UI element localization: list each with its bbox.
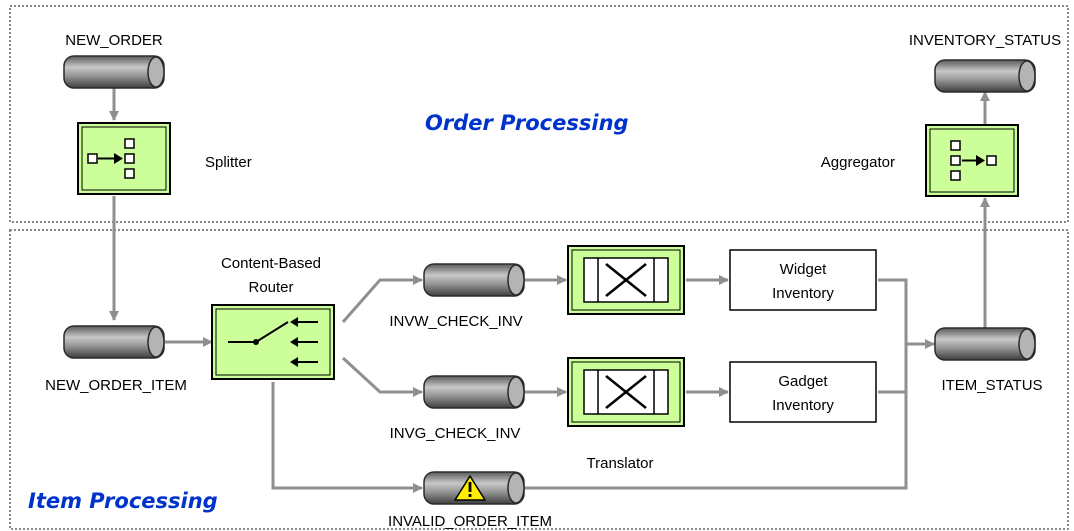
gadget-inventory-line1: Gadget [778,373,828,390]
item-processing-boundary [9,229,1069,530]
channel-invalid-order-item [423,471,525,505]
router-label-line1: Content-Based [221,255,321,272]
gadget-inventory-box [729,361,877,423]
channel-label-item-status: ITEM_STATUS [941,377,1042,394]
connectors [109,88,990,493]
channel-new-order [63,55,165,89]
channel-inventory-status [934,59,1036,93]
splitter-label: Splitter [205,154,252,171]
connector-invalid-to-merge [524,344,908,490]
aggregator-box [925,124,1019,197]
translator-box-gadget [567,357,685,427]
warning-icon [454,475,486,501]
gadget-inventory-line2: Inventory [772,397,834,414]
order-processing-title: Order Processing [425,111,629,135]
connector-router-to-invg [341,356,423,397]
channel-label-invalid-order-item: INVALID_ORDER_ITEM [388,513,552,530]
channel-new-order-item [63,325,165,359]
aggregator-label: Aggregator [821,154,895,171]
splitter-icon [87,138,135,179]
channel-invw-check-inv [423,263,525,297]
connector-router-to-invalid [271,382,423,493]
router-switch-icon [228,317,318,367]
widget-inventory-box [729,249,877,311]
order-processing-boundary [9,5,1069,223]
item-processing-title: Item Processing [28,489,218,513]
translator-icon [583,369,669,415]
channel-label-invw-check-inv: INVW_CHECK_INV [389,313,522,330]
content-based-router-box [211,304,335,380]
aggregator-icon [950,140,997,181]
splitter-box [77,122,171,195]
connector-gadget-to-merge [878,344,908,394]
channel-label-invg-check-inv: INVG_CHECK_INV [390,425,521,442]
widget-inventory-line2: Inventory [772,285,834,302]
widget-inventory-line1: Widget [780,261,828,278]
translator-label: Translator [587,455,654,472]
channel-label-new-order-item: NEW_ORDER_ITEM [45,377,187,394]
channel-invg-check-inv [423,375,525,409]
channel-label-new-order: NEW_ORDER [65,32,163,49]
channel-item-status [934,327,1036,361]
translator-icon [583,257,669,303]
channel-label-inventory-status: INVENTORY_STATUS [909,32,1061,49]
connector-router-to-invw [341,275,423,323]
translator-box-widget [567,245,685,315]
connector-widget-to-merge [878,278,908,344]
router-label-line2: Router [248,279,293,296]
